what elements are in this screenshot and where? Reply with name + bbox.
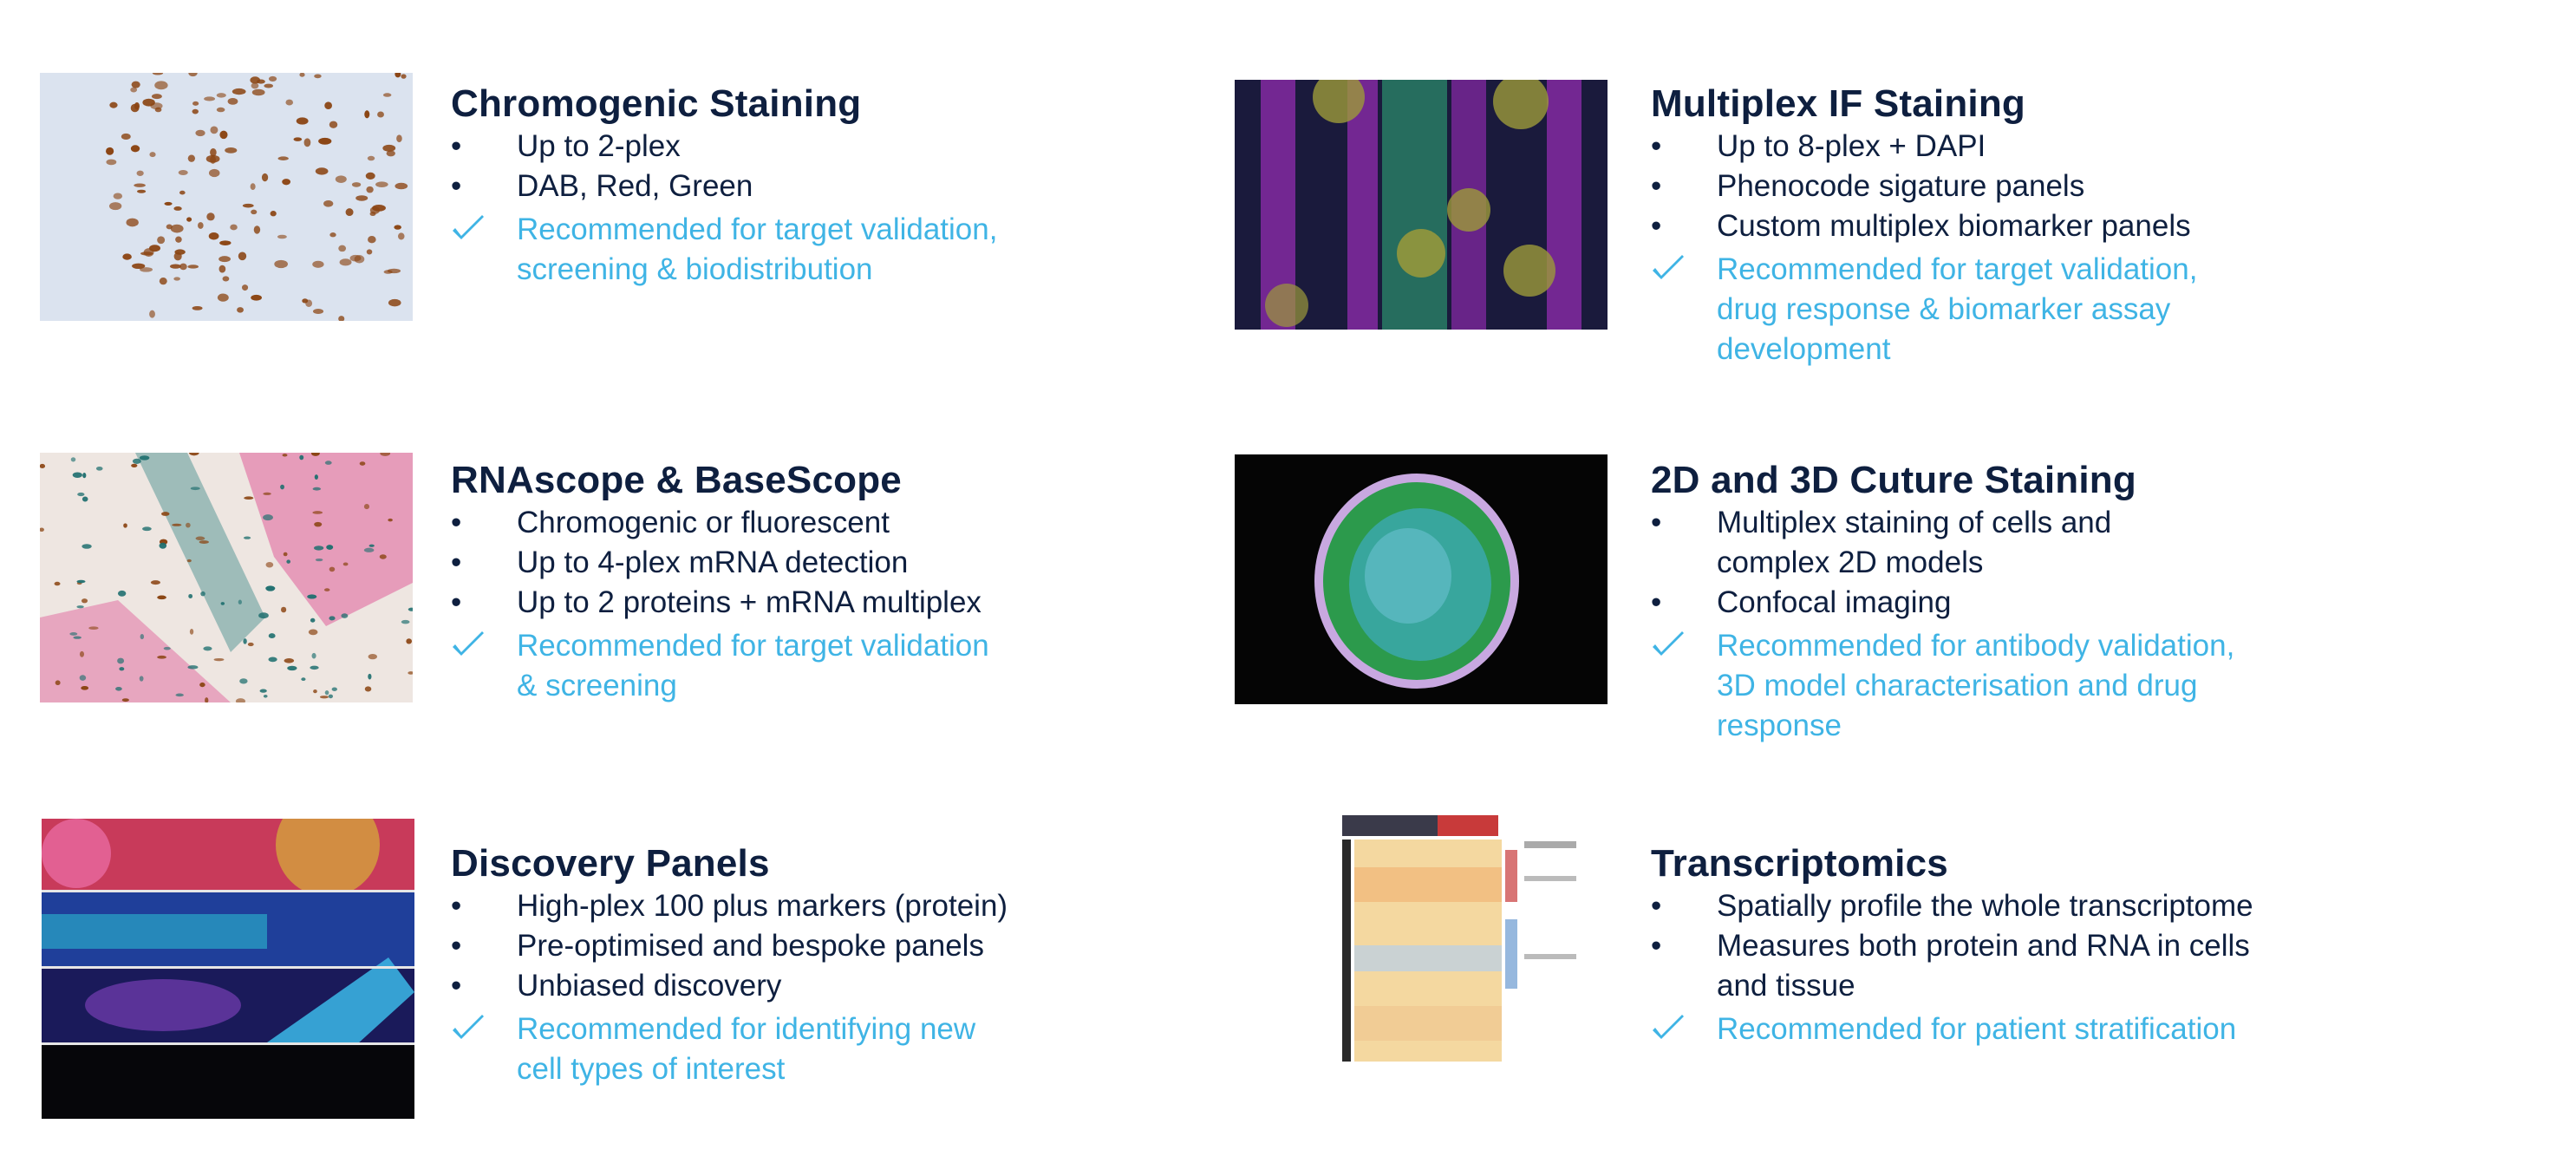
card-title: Chromogenic Staining — [451, 82, 862, 125]
bullet-icon: • — [1651, 506, 1662, 539]
bullet-icon: • — [451, 129, 462, 163]
recommendation: Recommended for target validation& scree… — [451, 626, 1058, 706]
checkmark-icon — [451, 628, 486, 668]
checkmark-icon — [451, 212, 486, 252]
culture-spheroid-image — [1235, 454, 1608, 704]
checkmark-icon — [1651, 628, 1686, 668]
discovery-panels-image — [42, 819, 414, 1119]
card-title: Discovery Panels — [451, 842, 770, 885]
bullet-icon: • — [1651, 929, 1662, 963]
list-item: •Chromogenic or fluorescent — [451, 503, 1058, 543]
card-title: RNAscope & BaseScope — [451, 459, 902, 501]
bullet-icon: • — [1651, 889, 1662, 923]
checkmark-icon — [1651, 252, 1686, 291]
recommendation: Recommended for antibody validation,3D m… — [1651, 626, 2362, 746]
card-title: 2D and 3D Cuture Staining — [1651, 459, 2136, 501]
bullet-icon: • — [451, 169, 462, 203]
bullet-icon: • — [451, 889, 462, 923]
transcriptomics-heatmap-image — [1308, 815, 1608, 1067]
list-item: •Pre-optimised and bespoke panels — [451, 926, 1075, 966]
list-item: •Up to 2-plex — [451, 127, 1058, 167]
chromogenic-image — [40, 73, 413, 321]
list-item: •Spatially profile the whole transcripto… — [1651, 886, 2431, 926]
bullet-icon: • — [1651, 169, 1662, 203]
bullet-icon: • — [1651, 585, 1662, 619]
recommendation: Recommended for patient stratification — [1651, 1009, 2431, 1049]
rnascope-image — [40, 453, 413, 702]
card-title: Multiplex IF Staining — [1651, 82, 2025, 125]
list-item: •Confocal imaging — [1651, 583, 2362, 623]
list-item: •Up to 4-plex mRNA detection — [451, 543, 1058, 583]
list-item: •Up to 2 proteins + mRNA multiplex — [451, 583, 1058, 623]
bullet-icon: • — [451, 929, 462, 963]
list-item: •Custom multiplex biomarker panels — [1651, 206, 2362, 246]
list-item: •DAB, Red, Green — [451, 167, 1058, 206]
bullet-icon: • — [451, 546, 462, 579]
list-item: •High-plex 100 plus markers (protein) — [451, 886, 1075, 926]
list-item: •Phenocode sigature panels — [1651, 167, 2362, 206]
bullet-icon: • — [1651, 129, 1662, 163]
bullet-icon: • — [451, 969, 462, 1003]
bullet-icon: • — [1651, 209, 1662, 243]
list-item: •Unbiased discovery — [451, 966, 1075, 1006]
recommendation: Recommended for target validation,drug r… — [1651, 250, 2362, 369]
checkmark-icon — [1651, 1011, 1686, 1051]
recommendation: Recommended for target validation,screen… — [451, 210, 1058, 290]
bullet-icon: • — [451, 585, 462, 619]
list-item: •Up to 8-plex + DAPI — [1651, 127, 2362, 167]
bullet-icon: • — [451, 506, 462, 539]
card-title: Transcriptomics — [1651, 842, 1948, 885]
multiplex-if-image — [1235, 80, 1608, 330]
checkmark-icon — [451, 1011, 486, 1051]
